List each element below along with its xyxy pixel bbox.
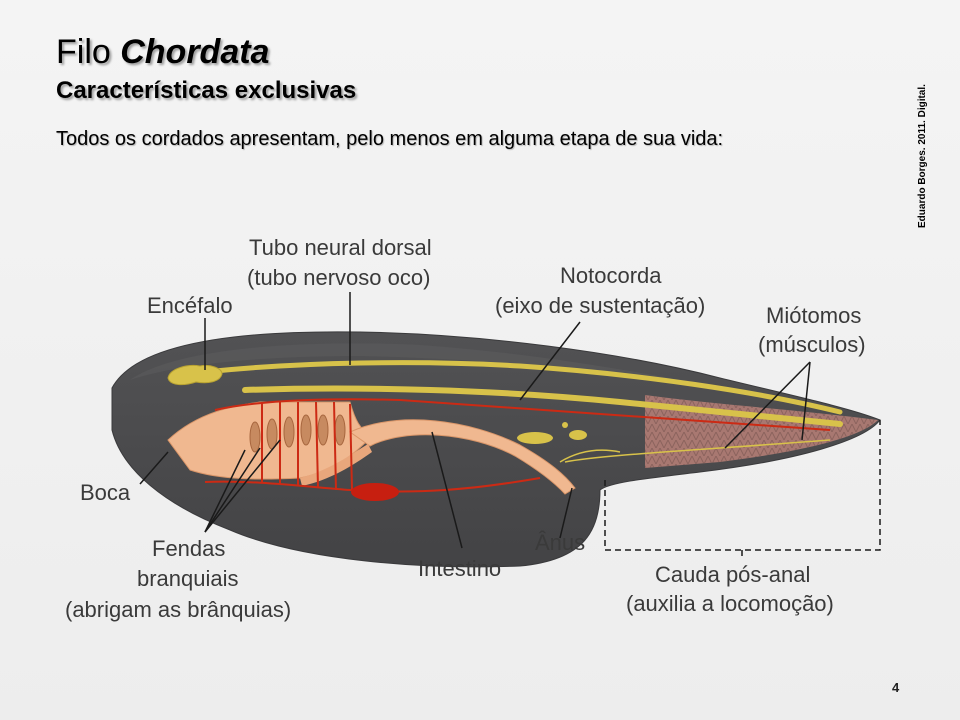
organ-blob bbox=[517, 432, 553, 444]
brain bbox=[167, 365, 223, 386]
heart bbox=[351, 483, 399, 501]
label-anus: Ânus bbox=[535, 530, 585, 555]
title-plain: Filo bbox=[56, 33, 121, 71]
slide-subtitle: Características exclusivas bbox=[56, 77, 357, 104]
label-tubo-neural-2: (tubo nervoso oco) bbox=[247, 265, 430, 290]
label-fendas-2: branquiais bbox=[137, 566, 239, 591]
label-notocorda-2: (eixo de sustentação) bbox=[495, 293, 705, 318]
neural-tube bbox=[202, 360, 843, 415]
page-number: 4 bbox=[892, 680, 900, 695]
gill-slit bbox=[317, 414, 329, 446]
notochord bbox=[242, 385, 843, 427]
intestine bbox=[348, 419, 576, 495]
intro-text: Todos os cordados apresentam, pelo menos… bbox=[56, 128, 724, 150]
label-boca: Boca bbox=[80, 480, 131, 505]
tail-bracket bbox=[604, 420, 881, 551]
label-fendas-1: Fendas bbox=[152, 536, 225, 561]
gill-slit bbox=[334, 414, 346, 446]
gill-slits bbox=[249, 414, 346, 453]
gill-slit bbox=[283, 416, 295, 448]
label-encefalo: Encéfalo bbox=[147, 293, 233, 318]
label-miotomos-2: (músculos) bbox=[758, 332, 866, 357]
organ-blob bbox=[562, 422, 568, 428]
label-notocorda-1: Notocorda bbox=[560, 263, 662, 288]
label-miotomos-1: Miótomos bbox=[766, 303, 861, 328]
title-italic: Chordata bbox=[120, 33, 270, 71]
leader-lines bbox=[139, 292, 811, 549]
label-intestino: Intestino bbox=[418, 556, 501, 581]
label-fendas-3: (abrigam as brânquias) bbox=[65, 597, 291, 622]
label-cauda-2: (auxilia a locomoção) bbox=[626, 591, 834, 616]
blood-vessels bbox=[204, 398, 831, 493]
organ-blob bbox=[569, 430, 587, 440]
label-tubo-neural-1: Tubo neural dorsal bbox=[249, 235, 432, 260]
body-highlight bbox=[130, 343, 700, 384]
gill-slit bbox=[249, 421, 261, 453]
slide-title: Filo Chordata bbox=[56, 32, 269, 72]
gill-slit bbox=[300, 414, 312, 446]
label-cauda-1: Cauda pós-anal bbox=[655, 562, 810, 587]
nerve-branch bbox=[559, 439, 831, 463]
